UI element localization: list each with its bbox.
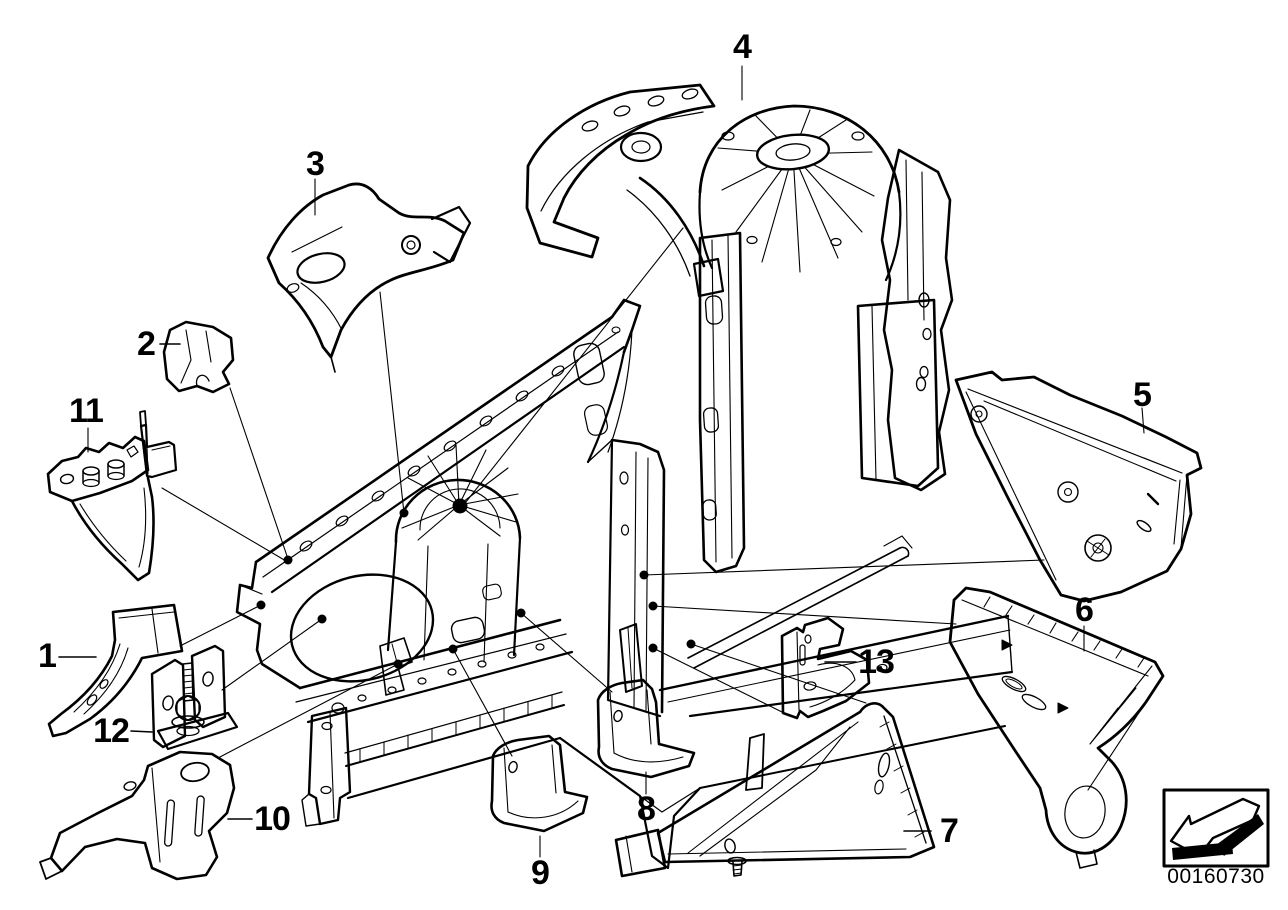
callout-13[interactable]: 13 <box>858 643 895 681</box>
part-10-drawing <box>39 750 236 881</box>
leader-dots <box>256 498 696 669</box>
front-body-frame <box>235 298 1014 870</box>
part-5-drawing <box>954 370 1203 603</box>
callout-4[interactable]: 4 <box>733 28 752 66</box>
callout-11[interactable]: 11 <box>69 392 104 430</box>
part-1-drawing <box>47 603 184 738</box>
callout-2[interactable]: 2 <box>137 325 156 363</box>
direction-arrow-icon <box>1162 788 1270 868</box>
callout-6[interactable]: 6 <box>1075 591 1094 629</box>
callout-1[interactable]: 1 <box>38 637 57 675</box>
part-11-drawing <box>46 410 178 582</box>
diagram-image-id: 00160730 <box>1167 865 1265 888</box>
callout-8[interactable]: 8 <box>637 790 656 828</box>
callout-10[interactable]: 10 <box>254 800 291 838</box>
part-9-drawing <box>490 734 589 833</box>
part-12-drawing <box>150 644 239 751</box>
part-13-drawing <box>780 616 871 720</box>
callout-5[interactable]: 5 <box>1133 376 1152 414</box>
leader-lines <box>58 65 1145 858</box>
callout-3[interactable]: 3 <box>306 145 325 183</box>
callout-12[interactable]: 12 <box>93 712 130 750</box>
callout-7[interactable]: 7 <box>940 812 959 850</box>
part-4-drawing <box>525 83 954 574</box>
part-8-drawing <box>596 678 696 779</box>
part-3-drawing <box>266 182 472 373</box>
part-2-drawing <box>162 320 235 394</box>
callout-9[interactable]: 9 <box>531 854 550 892</box>
part-6-drawing <box>948 586 1165 869</box>
part-7-drawing <box>614 702 936 878</box>
